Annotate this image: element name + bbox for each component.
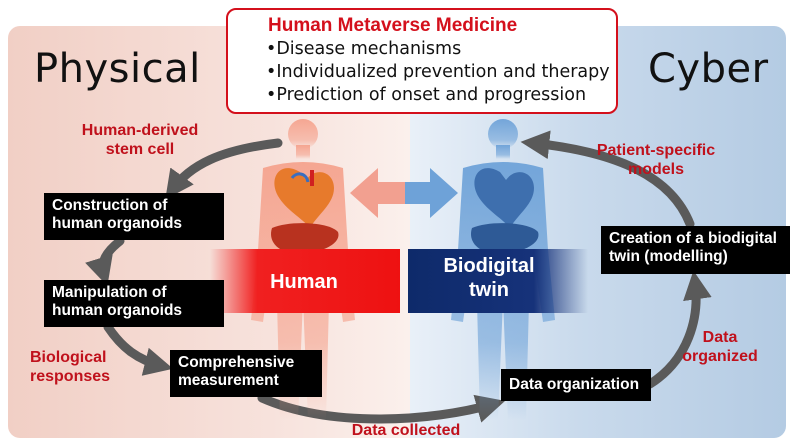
header-title: Human Metaverse Medicine [268,15,518,36]
step-organization: Data organization [501,369,651,401]
liver-icon [271,223,339,254]
heart-icon [274,168,334,228]
arrow-manipulation-to-measurement [103,322,174,376]
step-manipulation: Manipulation of human organoids [44,280,224,327]
header-bullet: •Disease mechanisms [266,39,462,59]
step-construction: Construction of human organoids [44,193,224,240]
arrow-construction-to-manipulation [85,236,125,287]
header-box: Human Metaverse Medicine •Disease mechan… [226,8,618,114]
header-bullet: •Prediction of onset and progression [266,85,587,105]
human-band-label: Human [270,271,338,293]
label-data-organized: Data organized [682,329,758,365]
arrow-creation-to-models [520,130,695,229]
physical-title: Physical [34,46,201,92]
label-data-collected: Data collected [351,422,461,439]
cycle-arrows [85,130,712,424]
twin-band-label: Biodigital twin [443,255,535,301]
step-measurement: Comprehensive measurement [170,350,322,397]
exchange-arrow-icon [350,168,458,218]
cyber-title: Cyber [648,46,769,92]
label-patient-models: Patient-specific models [596,142,716,178]
twin-band [408,249,588,313]
twin-liver-icon [471,223,539,254]
header-bullet: •Individualized prevention and therapy [266,62,610,82]
twin-heart-icon [474,168,534,228]
label-stem-cell: Human-derived stem cell [81,122,199,158]
human-band [210,249,400,313]
arrow-stem-to-construction [165,138,283,200]
label-biological-responses: Biological responses [30,349,111,385]
arrow-organization-to-creation [645,270,712,389]
step-creation: Creation of a biodigital twin (modelling… [601,226,790,274]
